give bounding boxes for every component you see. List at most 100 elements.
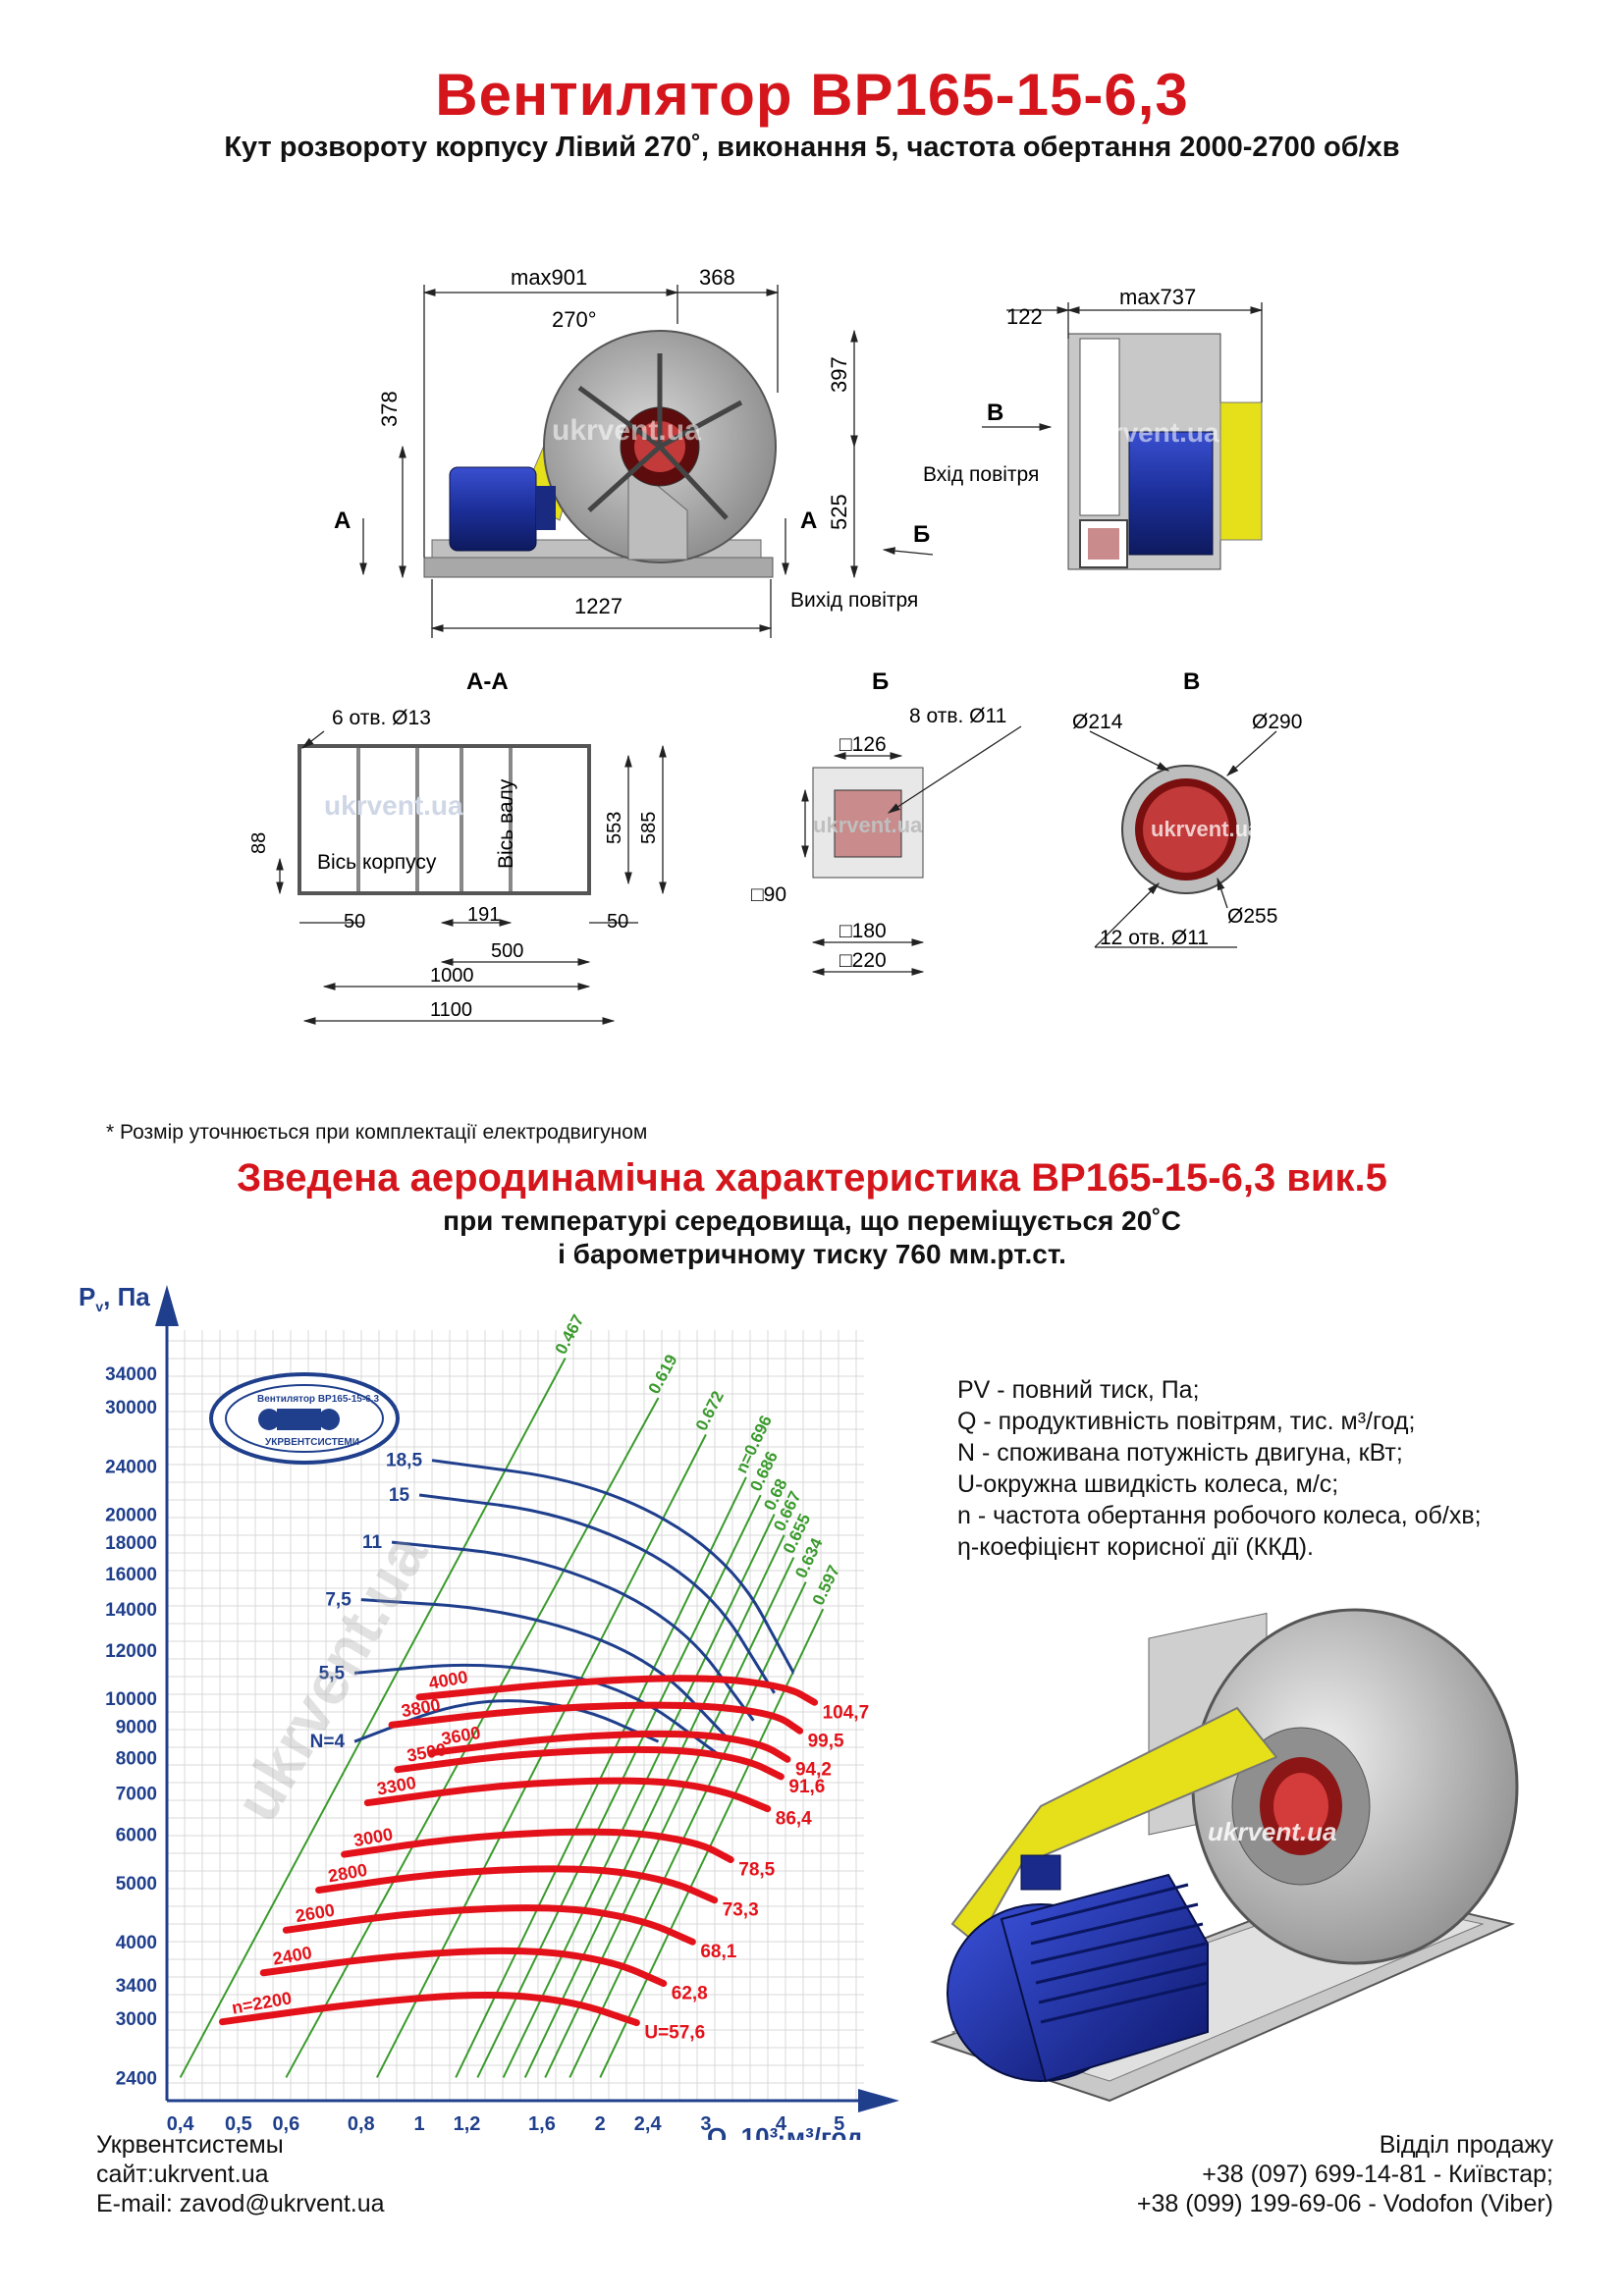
dim-553: 553 [604, 812, 625, 844]
sales-phone-kyivstar[interactable]: +38 (097) 699-14-81 - Київстар; [1202, 2161, 1553, 2188]
speed-curve [428, 1730, 791, 1763]
sq-126: □126 [839, 733, 887, 756]
sales-title: Відділ продажу [1379, 2131, 1553, 2159]
dim-max737: max737 [1119, 285, 1196, 309]
legend-item: n - частота обертання робочого колеса, о… [957, 1502, 1482, 1529]
side-watermark: ukrvent.ua [1080, 417, 1219, 448]
y-tick-label: 34000 [105, 1364, 157, 1385]
outlet-label: Вихід повітря [790, 589, 918, 612]
dim-50-right: 50 [607, 911, 628, 933]
company-email[interactable]: E-mail: zavod@ukrvent.ua [96, 2190, 385, 2217]
y-tick-label: 3000 [116, 2009, 157, 2030]
sales-phone-vodafone[interactable]: +38 (099) 199-69-06 - Vodofon (Viber) [1136, 2190, 1553, 2217]
power-label: 5,5 [319, 1663, 346, 1683]
v-holes: 12 отв. Ø11 [1100, 927, 1209, 949]
speed-curve [388, 1701, 804, 1735]
x-tick-label: 1,2 [454, 2113, 481, 2135]
y-axis-label: Pv, Па [79, 1282, 150, 1314]
axis-shaft: Вісь валу [495, 778, 517, 869]
x-tick-label: 0,8 [348, 2113, 375, 2135]
y-tick-label: 5000 [116, 1874, 157, 1895]
dim-525: 525 [827, 494, 851, 530]
speed-curve [415, 1675, 819, 1706]
label-v: В [987, 400, 1003, 426]
dim-378: 378 [377, 391, 402, 427]
speed-curve [218, 1992, 640, 2027]
dim-1000: 1000 [430, 965, 474, 987]
dim-191: 191 [467, 904, 500, 926]
stamp-top: Вентилятор ВР165-15-6,3 [257, 1394, 380, 1405]
sq-180: □180 [839, 920, 887, 942]
x-tick-label: 0,6 [272, 2113, 299, 2135]
front-watermark: ukrvent.ua [552, 414, 701, 447]
speed-end-label: 62,8 [672, 1984, 708, 2004]
dim-1227: 1227 [574, 594, 623, 618]
legend-item: η-коефіцієнт корисної дії (ККД). [957, 1533, 1314, 1561]
section-b: Б ukrvent.ua 8 отв. Ø11 □126 □90 □180 □2… [751, 668, 1022, 976]
render-watermark: ukrvent.ua [1208, 1817, 1337, 1846]
dim-88: 88 [248, 832, 270, 854]
efficiency-line [179, 1358, 567, 2078]
y-tick-label: 8000 [116, 1749, 157, 1770]
speed-curve [341, 1828, 734, 1863]
sq-90: □90 [751, 883, 786, 906]
power-label: 18,5 [386, 1451, 422, 1471]
y-tick-label: 4000 [116, 1933, 157, 1953]
speed-end-label: 104,7 [823, 1702, 870, 1723]
speed-end-label: 94,2 [795, 1759, 832, 1780]
sales-info: Відділ продажу +38 (097) 699-14-81 - Киї… [1137, 2130, 1553, 2218]
efficiency-line [455, 1476, 747, 2078]
b-holes: 8 отв. Ø11 [909, 705, 1006, 727]
y-tick-label: 2400 [116, 2068, 157, 2089]
x-tick-label: 2,4 [634, 2113, 663, 2135]
aero-title: Зведена аеродинамічна характеристика ВР1… [237, 1156, 1387, 1200]
legend-item: PV - повний тиск, Па; [957, 1376, 1200, 1404]
v-d255: Ø255 [1227, 905, 1277, 928]
section-aa-title: А-А [466, 668, 509, 695]
label-a-left: А [334, 507, 351, 534]
legend-item: Q - продуктивність повітрям, тис. м³/год… [957, 1408, 1416, 1435]
speed-end-label: U=57,6 [644, 2023, 705, 2044]
dim-122: 122 [1006, 304, 1043, 329]
power-label: 11 [362, 1532, 383, 1553]
power-curve [391, 1540, 755, 1722]
speed-curve [315, 1865, 719, 1904]
aero-line1: при температурі середовища, що переміщує… [443, 1205, 1181, 1236]
company-name: Укрвентсистемы [96, 2131, 284, 2159]
efficiency-line [523, 1534, 785, 2078]
power-label: 7,5 [325, 1590, 352, 1611]
company-site[interactable]: сайт:ukrvent.ua [96, 2161, 269, 2188]
efficiency-line [568, 1581, 807, 2078]
aero-line2: і барометричному тиску 760 мм.рт.ст. [558, 1239, 1066, 1269]
x-tick-label: 2 [595, 2113, 606, 2135]
x-tick-label: 3 [700, 2113, 711, 2135]
speed-end-label: 78,5 [738, 1859, 775, 1880]
axis-ticks: 2400300034004000500060007000800090001000… [105, 1364, 844, 2135]
legend-item: U-окружна швидкість колеса, м/с; [957, 1470, 1339, 1498]
dim-max901: max901 [511, 265, 587, 290]
lab-stamp: Вентилятор ВР165-15-6,3 УКРВЕНТСИСТЕМИ [209, 1372, 400, 1465]
page-subtitle: Кут розвороту корпусу Лівий 270˚, викона… [224, 132, 1400, 163]
x-axis-label: Q, 10³·м³/год [707, 2122, 863, 2140]
efficiency-line [476, 1494, 762, 2078]
page-title: Вентилятор ВР165-15-6,3 [435, 62, 1189, 128]
efficiency-line [502, 1514, 776, 2078]
y-tick-label: 18000 [105, 1533, 157, 1554]
b-watermark: ukrvent.ua [813, 813, 923, 837]
footnote: * Розмір уточнюється при комплектації ел… [106, 1121, 648, 1144]
speed-end-label: 99,5 [808, 1731, 844, 1751]
aerodynamic-chart: 0.4670.6190.672n=0.6960.6860.680.6670.65… [79, 1282, 899, 2140]
label-a-right: А [800, 507, 817, 534]
y-tick-label: 3400 [116, 1976, 157, 1997]
section-aa: А-А ukrvent.ua 6 отв. Ø13 88 553 585 Віс… [248, 668, 667, 1025]
aa-watermark: ukrvent.ua [324, 790, 463, 821]
dim-500: 500 [491, 940, 523, 962]
fan-3d-render: ukrvent.ua [930, 1608, 1519, 2103]
speed-curve [282, 1904, 696, 1946]
power-label: N=4 [310, 1732, 346, 1752]
dim-397: 397 [827, 356, 851, 393]
power-curve [431, 1459, 795, 1675]
speed-end-label: 91,6 [788, 1777, 825, 1797]
aa-holes: 6 отв. Ø13 [332, 707, 431, 729]
motor-3d [947, 1854, 1209, 2083]
